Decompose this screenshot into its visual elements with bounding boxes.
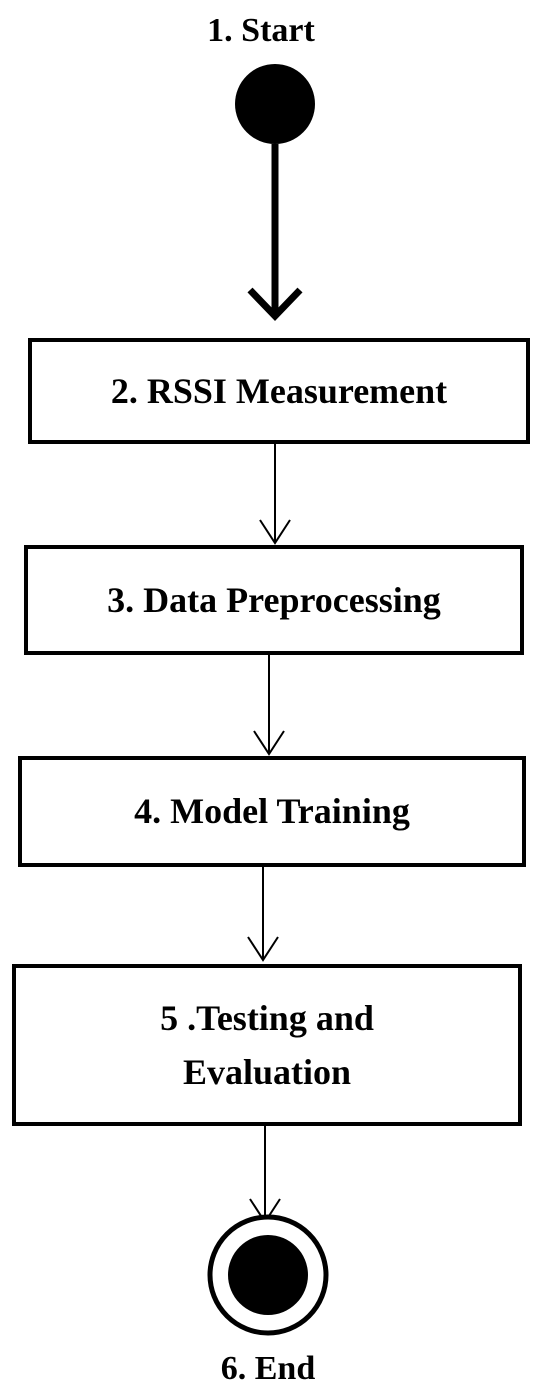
arrow-start-to-rssi [247,144,303,322]
arrow-testing-to-end [249,1124,281,1224]
step-model-training-box: 4. Model Training [18,756,526,867]
end-label: 6. End [220,1350,316,1387]
step-testing-evaluation-text: 5 .Testing and Evaluation [160,991,374,1099]
step-data-preprocessing-label: 3. Data Preprocessing [107,579,441,620]
arrow-preprocessing-to-training [253,654,285,756]
arrow-rssi-to-preprocessing [259,442,291,545]
step-testing-evaluation-line1: 5 .Testing and [160,998,374,1038]
step-rssi-measurement-label: 2. RSSI Measurement [110,370,448,411]
start-label: 1. Start [207,12,315,49]
step-testing-evaluation-line2: Evaluation [182,1052,352,1092]
step-rssi-measurement-box: 2. RSSI Measurement [28,338,530,444]
step-model-training-label: 4. Model Training [134,791,410,832]
step-data-preprocessing-box: 3. Data Preprocessing [24,545,524,655]
end-node [207,1214,329,1336]
start-node [235,64,315,144]
arrow-training-to-testing [247,866,279,962]
step-testing-evaluation-box: 5 .Testing and Evaluation [12,964,522,1126]
